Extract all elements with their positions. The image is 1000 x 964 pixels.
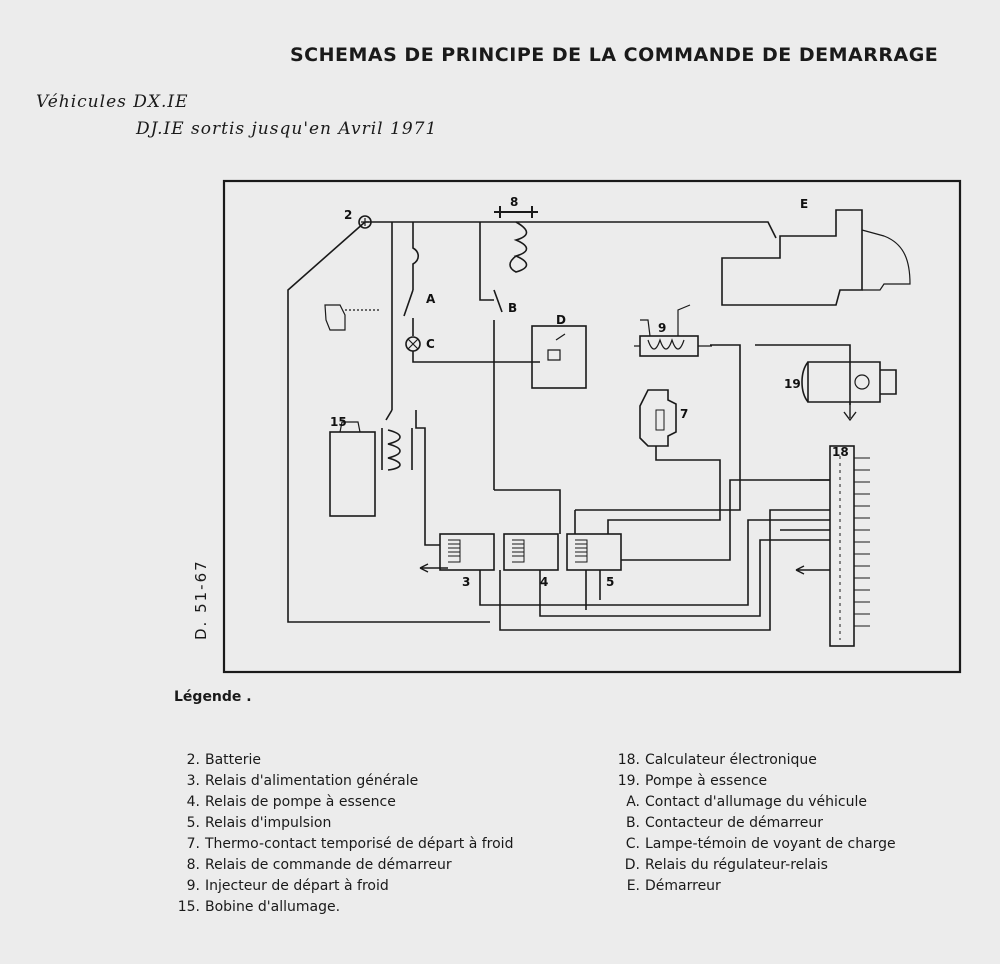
label-battery: 2 [344, 208, 352, 222]
legend-item: 2.Batterie [186, 752, 262, 768]
legend-right-column: 18.Calculateur électronique 19.Pompe à e… [600, 750, 896, 897]
label-relay-5: 5 [606, 575, 614, 589]
label-starter-e: E [800, 197, 808, 211]
legend-item: 9.Injecteur de départ à froid [186, 878, 389, 894]
pump-19 [801, 361, 897, 403]
legend-item: 5.Relais d'impulsion [186, 815, 332, 831]
legend-item: 3.Relais d'alimentation générale [186, 773, 419, 789]
legend-item: E.Démarreur [626, 878, 721, 894]
regulator-d [531, 325, 587, 389]
coil-15-winding [381, 428, 413, 471]
battery-symbol [358, 215, 372, 229]
main-feed-wire [365, 221, 777, 239]
ecu-18 [829, 445, 855, 647]
ground-wire [287, 221, 490, 623]
label-coil-15: 15 [330, 415, 347, 429]
relay-8-coil [509, 221, 528, 273]
label-relay-3: 3 [462, 575, 470, 589]
vehicles-line-1: Véhicules DX.IE [36, 92, 189, 112]
label-injector-9: 9 [658, 321, 666, 335]
switch-a [403, 289, 414, 336]
legend-item: D.Relais du régulateur-relais [624, 857, 828, 873]
diagram-frame [222, 179, 962, 674]
legend-item: A.Contact d'allumage du véhicule [626, 794, 867, 810]
label-pump-19: 19 [784, 377, 801, 391]
legend-item: C.Lampe-témoin de voyant de charge [625, 836, 896, 852]
drawing-reference: D. 51-67 [192, 559, 210, 640]
legend-item: B.Contacteur de démarreur [625, 815, 824, 831]
key-pictogram [324, 304, 346, 331]
legend-item: 15.Bobine d'allumage. [177, 899, 341, 915]
label-lamp-c: C [426, 337, 435, 351]
relay-5-box [566, 533, 622, 571]
legend-item: 4.Relais de pompe à essence [186, 794, 396, 810]
legend-item: 19.Pompe à essence [617, 773, 768, 789]
label-contact-b: B [508, 301, 517, 315]
label-ecu-18: 18 [832, 445, 849, 459]
label-regulator-d: D [556, 313, 566, 327]
relay-4-box [503, 533, 559, 571]
legend-item: 7.Thermo-contact temporisé de départ à f… [186, 836, 514, 852]
vehicles-line-2: DJ.IE sortis jusqu'en Avril 1971 [136, 119, 438, 139]
starter-e [721, 209, 863, 306]
legend-title: Légende . [174, 689, 252, 705]
coil-15-box [329, 431, 376, 517]
relay-3-box [439, 533, 495, 571]
legend-left-column: 2.Batterie 3.Relais d'alimentation génér… [160, 750, 514, 918]
legend-item: 8.Relais de commande de démarreur [186, 857, 452, 873]
thermo-contact-7 [639, 389, 677, 447]
label-relay-4: 4 [540, 575, 548, 589]
label-switch-a: A [426, 292, 436, 306]
label-thermo-7: 7 [680, 407, 688, 421]
page-title: SCHEMAS DE PRINCIPE DE LA COMMANDE DE DE… [290, 44, 939, 66]
legend-item: 18.Calculateur électronique [617, 752, 817, 768]
label-relay-8: 8 [510, 195, 518, 209]
